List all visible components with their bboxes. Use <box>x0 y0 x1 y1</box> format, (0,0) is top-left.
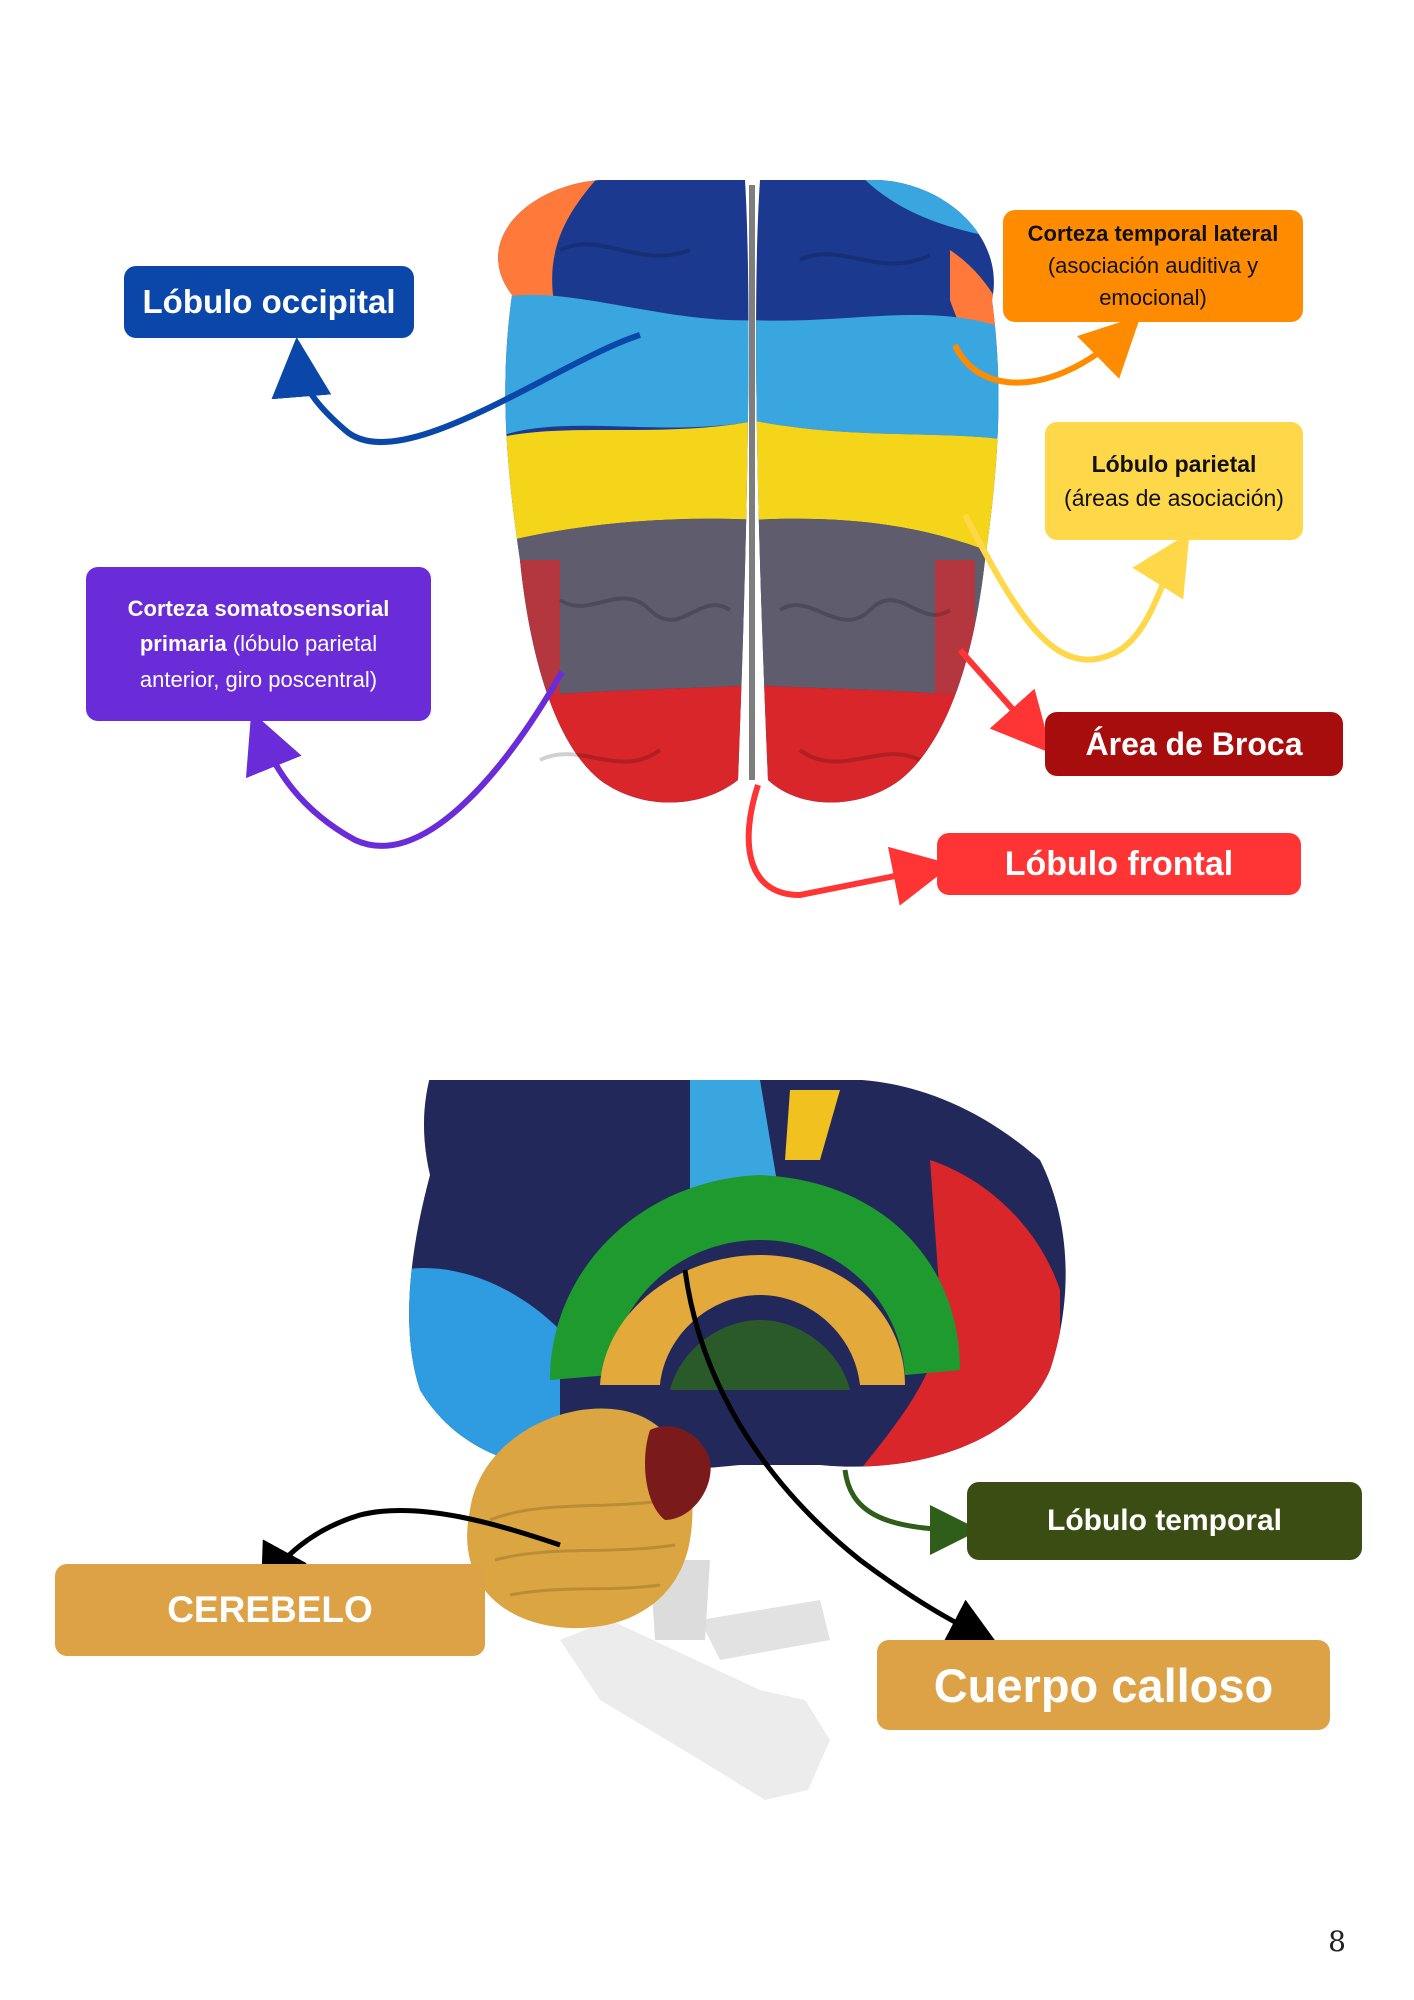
label-temporal-lateral-bold: Corteza temporal lateral <box>1027 221 1279 247</box>
label-occipital: Lóbulo occipital <box>124 266 414 338</box>
cerebellum <box>467 1408 693 1629</box>
brain-top-view <box>498 180 999 803</box>
label-calloso: Cuerpo calloso <box>877 1640 1330 1730</box>
label-somatosensorial-rest: (lóbulo parietal anterior, giro poscentr… <box>139 631 378 692</box>
label-somatosensorial: Corteza somatosensorial primaria (lóbulo… <box>86 567 431 721</box>
label-frontal-text: Lóbulo frontal <box>1004 844 1234 883</box>
label-temporal-lateral: Corteza temporal lateral (asociación aud… <box>1003 210 1303 322</box>
label-temporal-lobe: Lóbulo temporal <box>967 1482 1362 1560</box>
arrow-parietal <box>962 513 1190 663</box>
label-occipital-text: Lóbulo occipital <box>142 283 396 320</box>
stand <box>560 1560 830 1800</box>
arrow-calloso <box>682 1269 999 1645</box>
arrow-occipital <box>271 332 641 446</box>
brain-side-view <box>409 1080 1066 1800</box>
label-parietal-bold: Lóbulo parietal <box>1091 450 1257 477</box>
label-cerebelo-text: CEREBELO <box>167 1589 373 1630</box>
label-broca-text: Área de Broca <box>1085 725 1303 762</box>
label-temporal-lateral-rest: (asociación auditiva y emocional) <box>1047 253 1259 310</box>
label-temporal-lobe-text: Lóbulo temporal <box>1047 1504 1282 1537</box>
arrow-cerebelo <box>260 1507 561 1596</box>
right-hemisphere <box>756 180 999 803</box>
label-cerebelo: CEREBELO <box>55 1564 485 1656</box>
arrow-temporal-lateral <box>952 315 1141 386</box>
label-somatosensorial-bold: Corteza somatosensorial primaria <box>127 596 390 657</box>
arrow-frontal <box>745 784 953 906</box>
arrow-broca <box>957 648 1052 754</box>
label-parietal-rest: (áreas de asociación) <box>1064 485 1284 511</box>
arrow-temporal-lobe <box>842 1469 980 1555</box>
label-parietal: Lóbulo parietal (áreas de asociación) <box>1045 422 1303 540</box>
arrow-somatosensorial <box>245 670 565 849</box>
page-number: 8 <box>1328 1925 1346 1958</box>
label-broca: Área de Broca <box>1045 712 1343 776</box>
label-frontal: Lóbulo frontal <box>937 833 1301 895</box>
label-calloso-text: Cuerpo calloso <box>933 1658 1274 1712</box>
